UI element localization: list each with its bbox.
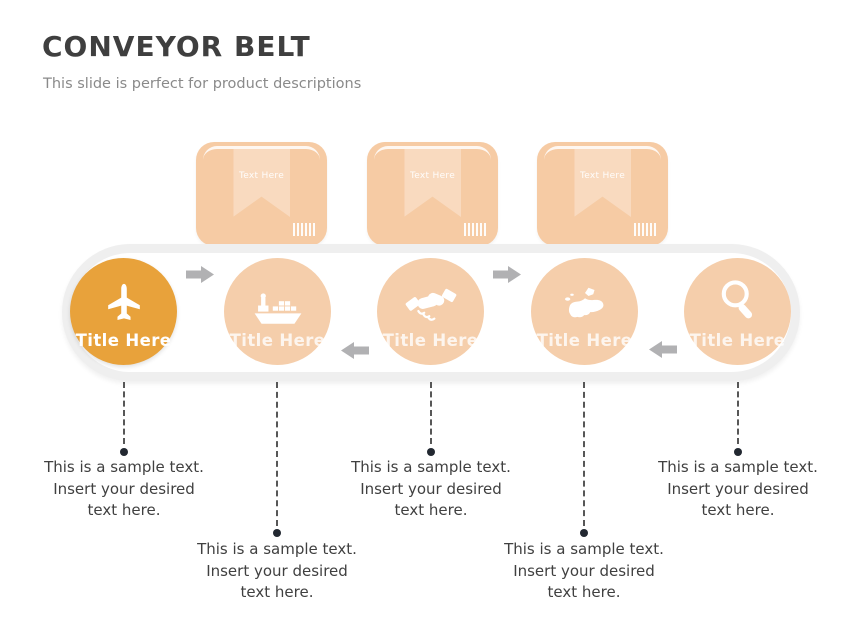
cargo-ship-icon: [252, 271, 304, 327]
caption-line: text here.: [701, 501, 775, 519]
box-highlight: [544, 146, 661, 165]
connector-line: [737, 382, 739, 444]
connector-dot: [273, 529, 281, 537]
station-title: Title Here: [382, 331, 479, 350]
station-magnifier: Title Here: [684, 258, 791, 365]
connector-dot: [120, 448, 128, 456]
barcode-icon: [464, 223, 486, 236]
caption-text: This is a sample text. Insert your desir…: [489, 539, 679, 604]
barcode-icon: [634, 223, 656, 236]
station-title: Title Here: [75, 331, 172, 350]
caption-line: This is a sample text.: [351, 458, 511, 476]
caption-line: text here.: [87, 501, 161, 519]
page-subtitle: This slide is perfect for product descri…: [43, 76, 362, 92]
caption-line: This is a sample text.: [44, 458, 204, 476]
caption-line: Insert your desired: [206, 561, 348, 580]
caption-line: Insert your desired: [360, 479, 502, 498]
connector-dot: [580, 529, 588, 537]
connector-line: [430, 382, 432, 444]
box-highlight: [374, 146, 491, 165]
airplane-icon: [101, 271, 147, 327]
box-label: Text Here: [579, 171, 626, 181]
station-cargo-ship: Title Here: [224, 258, 331, 365]
caption-text: This is a sample text. Insert your desir…: [643, 457, 833, 522]
station-title: Title Here: [689, 331, 786, 350]
connector-dot: [427, 448, 435, 456]
package-box: Text Here: [367, 142, 498, 246]
station-title: Title Here: [536, 331, 633, 350]
caption-line: text here.: [547, 583, 621, 601]
caption-line: Insert your desired: [513, 561, 655, 580]
magnifier-icon: [716, 271, 760, 327]
caption-line: Insert your desired: [53, 479, 195, 498]
connector-line: [123, 382, 125, 444]
box-label: Text Here: [238, 171, 285, 181]
ribbon-banner: Text Here: [233, 149, 290, 217]
ribbon-banner: Text Here: [404, 149, 461, 217]
box-label: Text Here: [409, 171, 456, 181]
caption-text: This is a sample text. Insert your desir…: [29, 457, 219, 522]
connector-dot: [734, 448, 742, 456]
caption-line: Insert your desired: [667, 479, 809, 498]
caption-line: This is a sample text.: [658, 458, 818, 476]
connector-line: [276, 382, 278, 526]
station-handshake: Title Here: [377, 258, 484, 365]
station-europe-map: Title Here: [531, 258, 638, 365]
europe-map-icon: [559, 271, 611, 327]
package-box: Text Here: [537, 142, 668, 246]
caption-line: This is a sample text.: [197, 540, 357, 558]
page-title: CONVEYOR BELT: [42, 30, 311, 63]
box-highlight: [203, 146, 320, 165]
package-box: Text Here: [196, 142, 327, 246]
caption-line: This is a sample text.: [504, 540, 664, 558]
arrow-right-icon: [186, 266, 214, 283]
ribbon-banner: Text Here: [574, 149, 631, 217]
arrow-right-icon: [493, 266, 521, 283]
connector-line: [583, 382, 585, 526]
handshake-icon: [404, 271, 458, 327]
caption-text: This is a sample text. Insert your desir…: [182, 539, 372, 604]
arrow-left-icon: [649, 341, 677, 358]
barcode-icon: [293, 223, 315, 236]
station-title: Title Here: [229, 331, 326, 350]
caption-line: text here.: [394, 501, 468, 519]
caption-text: This is a sample text. Insert your desir…: [336, 457, 526, 522]
arrow-left-icon: [341, 342, 369, 359]
station-airplane: Title Here: [70, 258, 177, 365]
caption-line: text here.: [240, 583, 314, 601]
